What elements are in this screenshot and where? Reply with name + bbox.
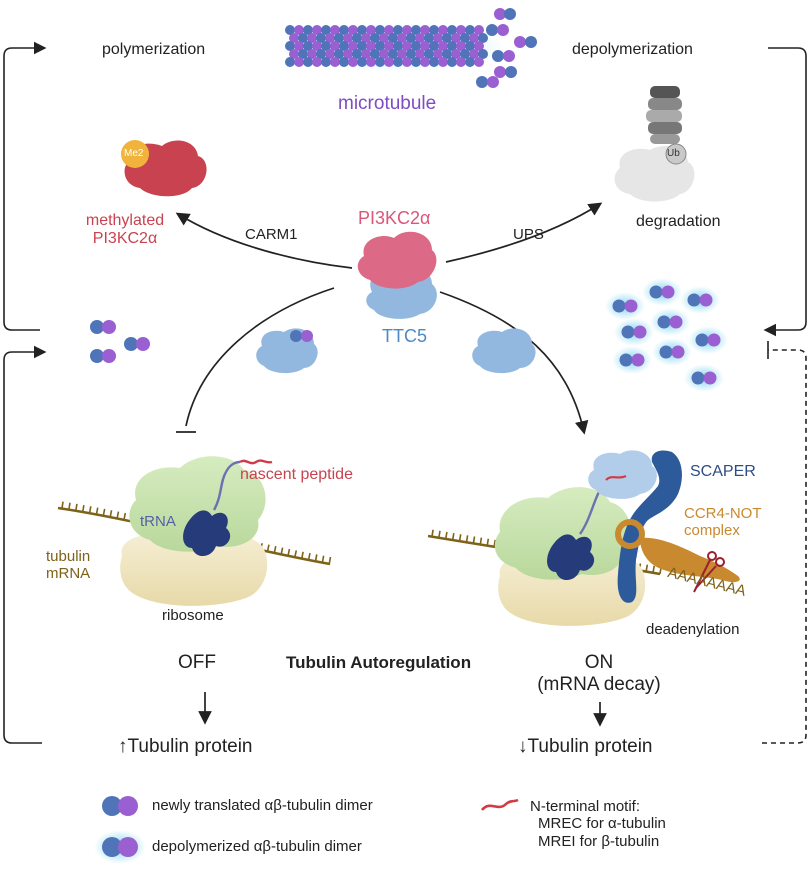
methylated-line1: methylated <box>85 212 165 229</box>
ccr4-not-complex <box>615 519 740 583</box>
pi3kc2a-label: PI3KC2α <box>358 208 431 228</box>
right-feedback-bracket <box>763 47 807 337</box>
microtubule-tip-dimers <box>476 8 537 88</box>
methylated-pi3kc2a-protein <box>121 140 207 197</box>
legend-motif-line1: N-terminal motif: <box>530 798 641 815</box>
polymerization-label: polymerization <box>102 41 206 58</box>
left-feedback-bracket <box>3 41 47 744</box>
trna-label: tRNA <box>140 513 176 530</box>
microtubule-graphic <box>278 8 537 88</box>
ribosome-left <box>120 456 273 606</box>
legend-motif-icon <box>480 798 519 811</box>
ccr4-line2: complex <box>684 522 740 540</box>
legend-graphics <box>94 796 519 864</box>
ttc5-free <box>472 328 536 374</box>
legend-motif: N-terminal motif: MREC for α-tubulin MRE… <box>530 798 666 850</box>
pathway-arrows <box>175 202 603 435</box>
tubulin-down-label: ↓Tubulin protein <box>518 736 653 757</box>
ccr4-not-label: CCR4-NOT complex <box>684 505 762 540</box>
newly-translated-dimers <box>90 320 150 363</box>
autoregulation-title: Tubulin Autoregulation <box>286 653 472 672</box>
tubulin-mrna-line1: tubulin <box>46 548 91 565</box>
ttc5-bound-dimer <box>256 328 318 374</box>
ttc5-label: TTC5 <box>382 326 427 346</box>
on-line2: (mRNA decay) <box>537 673 661 695</box>
legend-newly-translated: newly translated αβ-tubulin dimer <box>152 797 373 814</box>
degradation-label: degradation <box>636 213 721 230</box>
me2-label: Me2 <box>124 148 144 159</box>
proteasome-graphic <box>614 86 695 202</box>
deadenylation-label: deadenylation <box>646 621 740 638</box>
ribosome-right <box>494 474 646 626</box>
carm1-label: CARM1 <box>245 226 298 243</box>
ttc5-on-ribosome <box>588 450 657 499</box>
methylated-line2: PI3KC2α <box>92 230 158 248</box>
scissors-icon <box>693 551 725 593</box>
legend-motif-line2: MREC for α-tubulin <box>538 815 666 833</box>
legend-depolymerized: depolymerized αβ-tubulin dimer <box>152 838 362 855</box>
scaper-label: SCAPER <box>690 463 756 480</box>
ccr4-line1: CCR4-NOT <box>684 505 762 522</box>
nascent-peptide-label: nascent peptide <box>240 466 353 483</box>
ribosome-label: ribosome <box>162 607 224 624</box>
methylated-label: methylated PI3KC2α <box>70 212 180 249</box>
depolymerized-dimers <box>605 278 728 392</box>
microtubule-label: microtubule <box>338 93 437 114</box>
depolymerization-label: depolymerization <box>572 41 693 58</box>
scaper-protein <box>617 450 682 603</box>
ups-label: UPS <box>513 226 544 243</box>
legend-new-dimer-icon <box>102 796 138 816</box>
tubulin-mrna-line2: mRNA <box>46 565 91 583</box>
off-label: OFF <box>178 652 216 673</box>
legend-motif-line3: MREI for β-tubulin <box>538 832 660 850</box>
right-dashed-inhibition <box>762 341 807 744</box>
pi3kc2a-protein <box>357 231 437 289</box>
on-line1: ON <box>584 652 614 673</box>
legend-depoly-dimer-icon <box>94 830 146 864</box>
tubulin-mrna-label: tubulin mRNA <box>46 548 90 583</box>
tubulin-up-label: ↑Tubulin protein <box>118 736 253 757</box>
on-label: ON (mRNA decay) <box>518 652 680 696</box>
me2-tag <box>121 140 149 168</box>
down-arrows <box>198 692 607 727</box>
ub-label: Ub <box>667 148 680 159</box>
